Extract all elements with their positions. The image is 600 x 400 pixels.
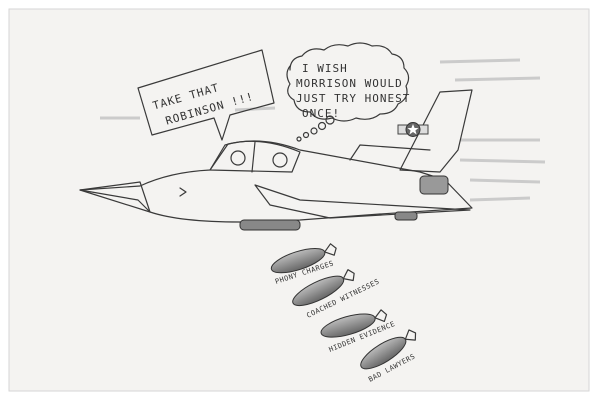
thought-line-3: JUST TRY HONEST bbox=[296, 92, 410, 105]
star-roundel-icon bbox=[397, 122, 429, 137]
speed-lines bbox=[100, 58, 546, 202]
thought-bubble: I WISH MORRISON WOULD JUST TRY HONEST ON… bbox=[286, 42, 410, 142]
fighter-jet bbox=[79, 89, 473, 231]
thought-line-2: MORRISON WOULD bbox=[296, 77, 403, 90]
thought-line-1: I WISH bbox=[302, 62, 348, 75]
thought-line-4: ONCE! bbox=[302, 107, 340, 120]
